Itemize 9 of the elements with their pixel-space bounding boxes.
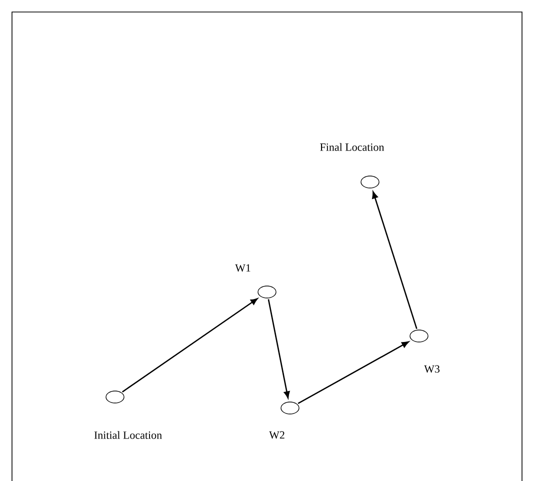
arrow	[122, 298, 258, 392]
arrow	[298, 341, 409, 404]
waypoint-label: W1	[235, 264, 250, 272]
waypoint-label: W3	[424, 365, 440, 373]
waypoint-label: W2	[269, 431, 284, 439]
arrow	[372, 191, 418, 330]
waypoint-label: Initial Location	[94, 431, 162, 439]
waypoint-label: Final Location	[320, 143, 384, 151]
arrow	[268, 299, 290, 398]
